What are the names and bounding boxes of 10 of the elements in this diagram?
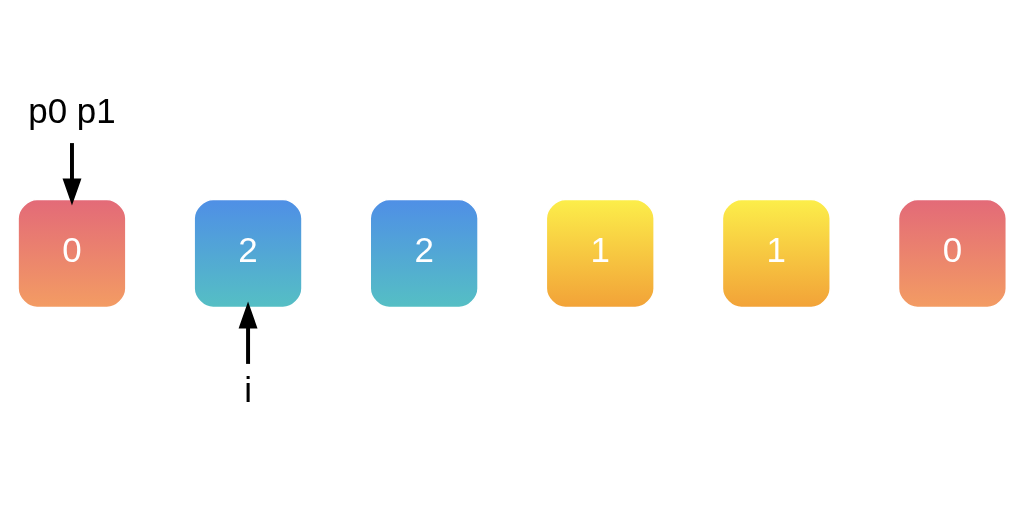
node-box: 1 — [721, 198, 832, 308]
arrow — [62, 142, 82, 206]
node-text: p0 p1 — [28, 90, 116, 130]
node-box: 2 — [369, 198, 479, 308]
node-box: 0 — [17, 198, 127, 308]
arrow — [238, 300, 258, 364]
node-box: 2 — [193, 198, 303, 308]
node-box: 1 — [545, 198, 655, 308]
node-text: i — [244, 369, 252, 409]
node-box: 0 — [897, 198, 1008, 308]
